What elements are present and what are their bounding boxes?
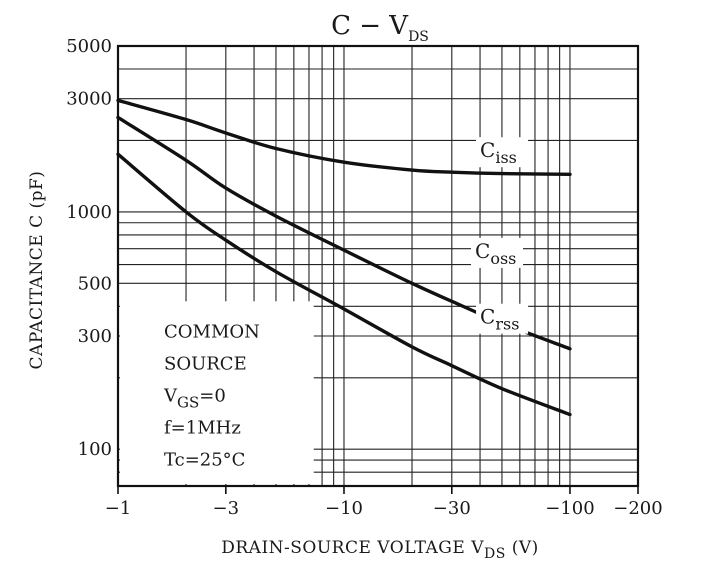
y-tick-label: 300 (78, 326, 112, 347)
condition-line: COMMON (164, 321, 260, 342)
series-label-oss: Coss (475, 239, 516, 268)
tick-labels: 5000 3000 1000 500 300 100 −1 −3 −10 −30 −100 −200 (66, 36, 663, 519)
condition-line: f=1MHz (164, 417, 241, 438)
x-tick-label: −3 (213, 498, 240, 519)
series-label-iss: Ciss (480, 138, 517, 167)
y-axis-label: CAPACITANCE C (pF) (27, 171, 47, 370)
y-tick-label: 3000 (66, 89, 112, 110)
x-tick-label: −1 (105, 498, 132, 519)
series-line-iss (116, 98, 572, 177)
series-label-bg (476, 137, 529, 168)
series-label-bg (476, 303, 529, 334)
chart-title: C − VDS (331, 11, 429, 45)
x-tick-label: −200 (613, 498, 662, 519)
x-axis-label: DRAIN-SOURCE VOLTAGE VDS (V) (221, 538, 539, 562)
condition-line: Tc=25°C (164, 449, 245, 470)
plot-frame (116, 44, 640, 488)
y-tick-label: 1000 (66, 202, 112, 223)
condition-line: VGS=0 (163, 385, 226, 411)
y-tick-label: 500 (78, 273, 112, 294)
series-line-rss (116, 152, 572, 417)
plot-border (116, 44, 640, 488)
series-label-rss: Crss (480, 305, 519, 334)
condition-line: SOURCE (164, 353, 247, 374)
x-tick-label: −10 (325, 498, 363, 519)
series-label-bg (471, 237, 524, 268)
x-tick-label: −30 (433, 498, 471, 519)
condition-box-bg (120, 301, 314, 484)
y-tick-label: 5000 (66, 36, 112, 57)
x-tick-label: −100 (545, 498, 594, 519)
y-tick-label: 100 (78, 439, 112, 460)
